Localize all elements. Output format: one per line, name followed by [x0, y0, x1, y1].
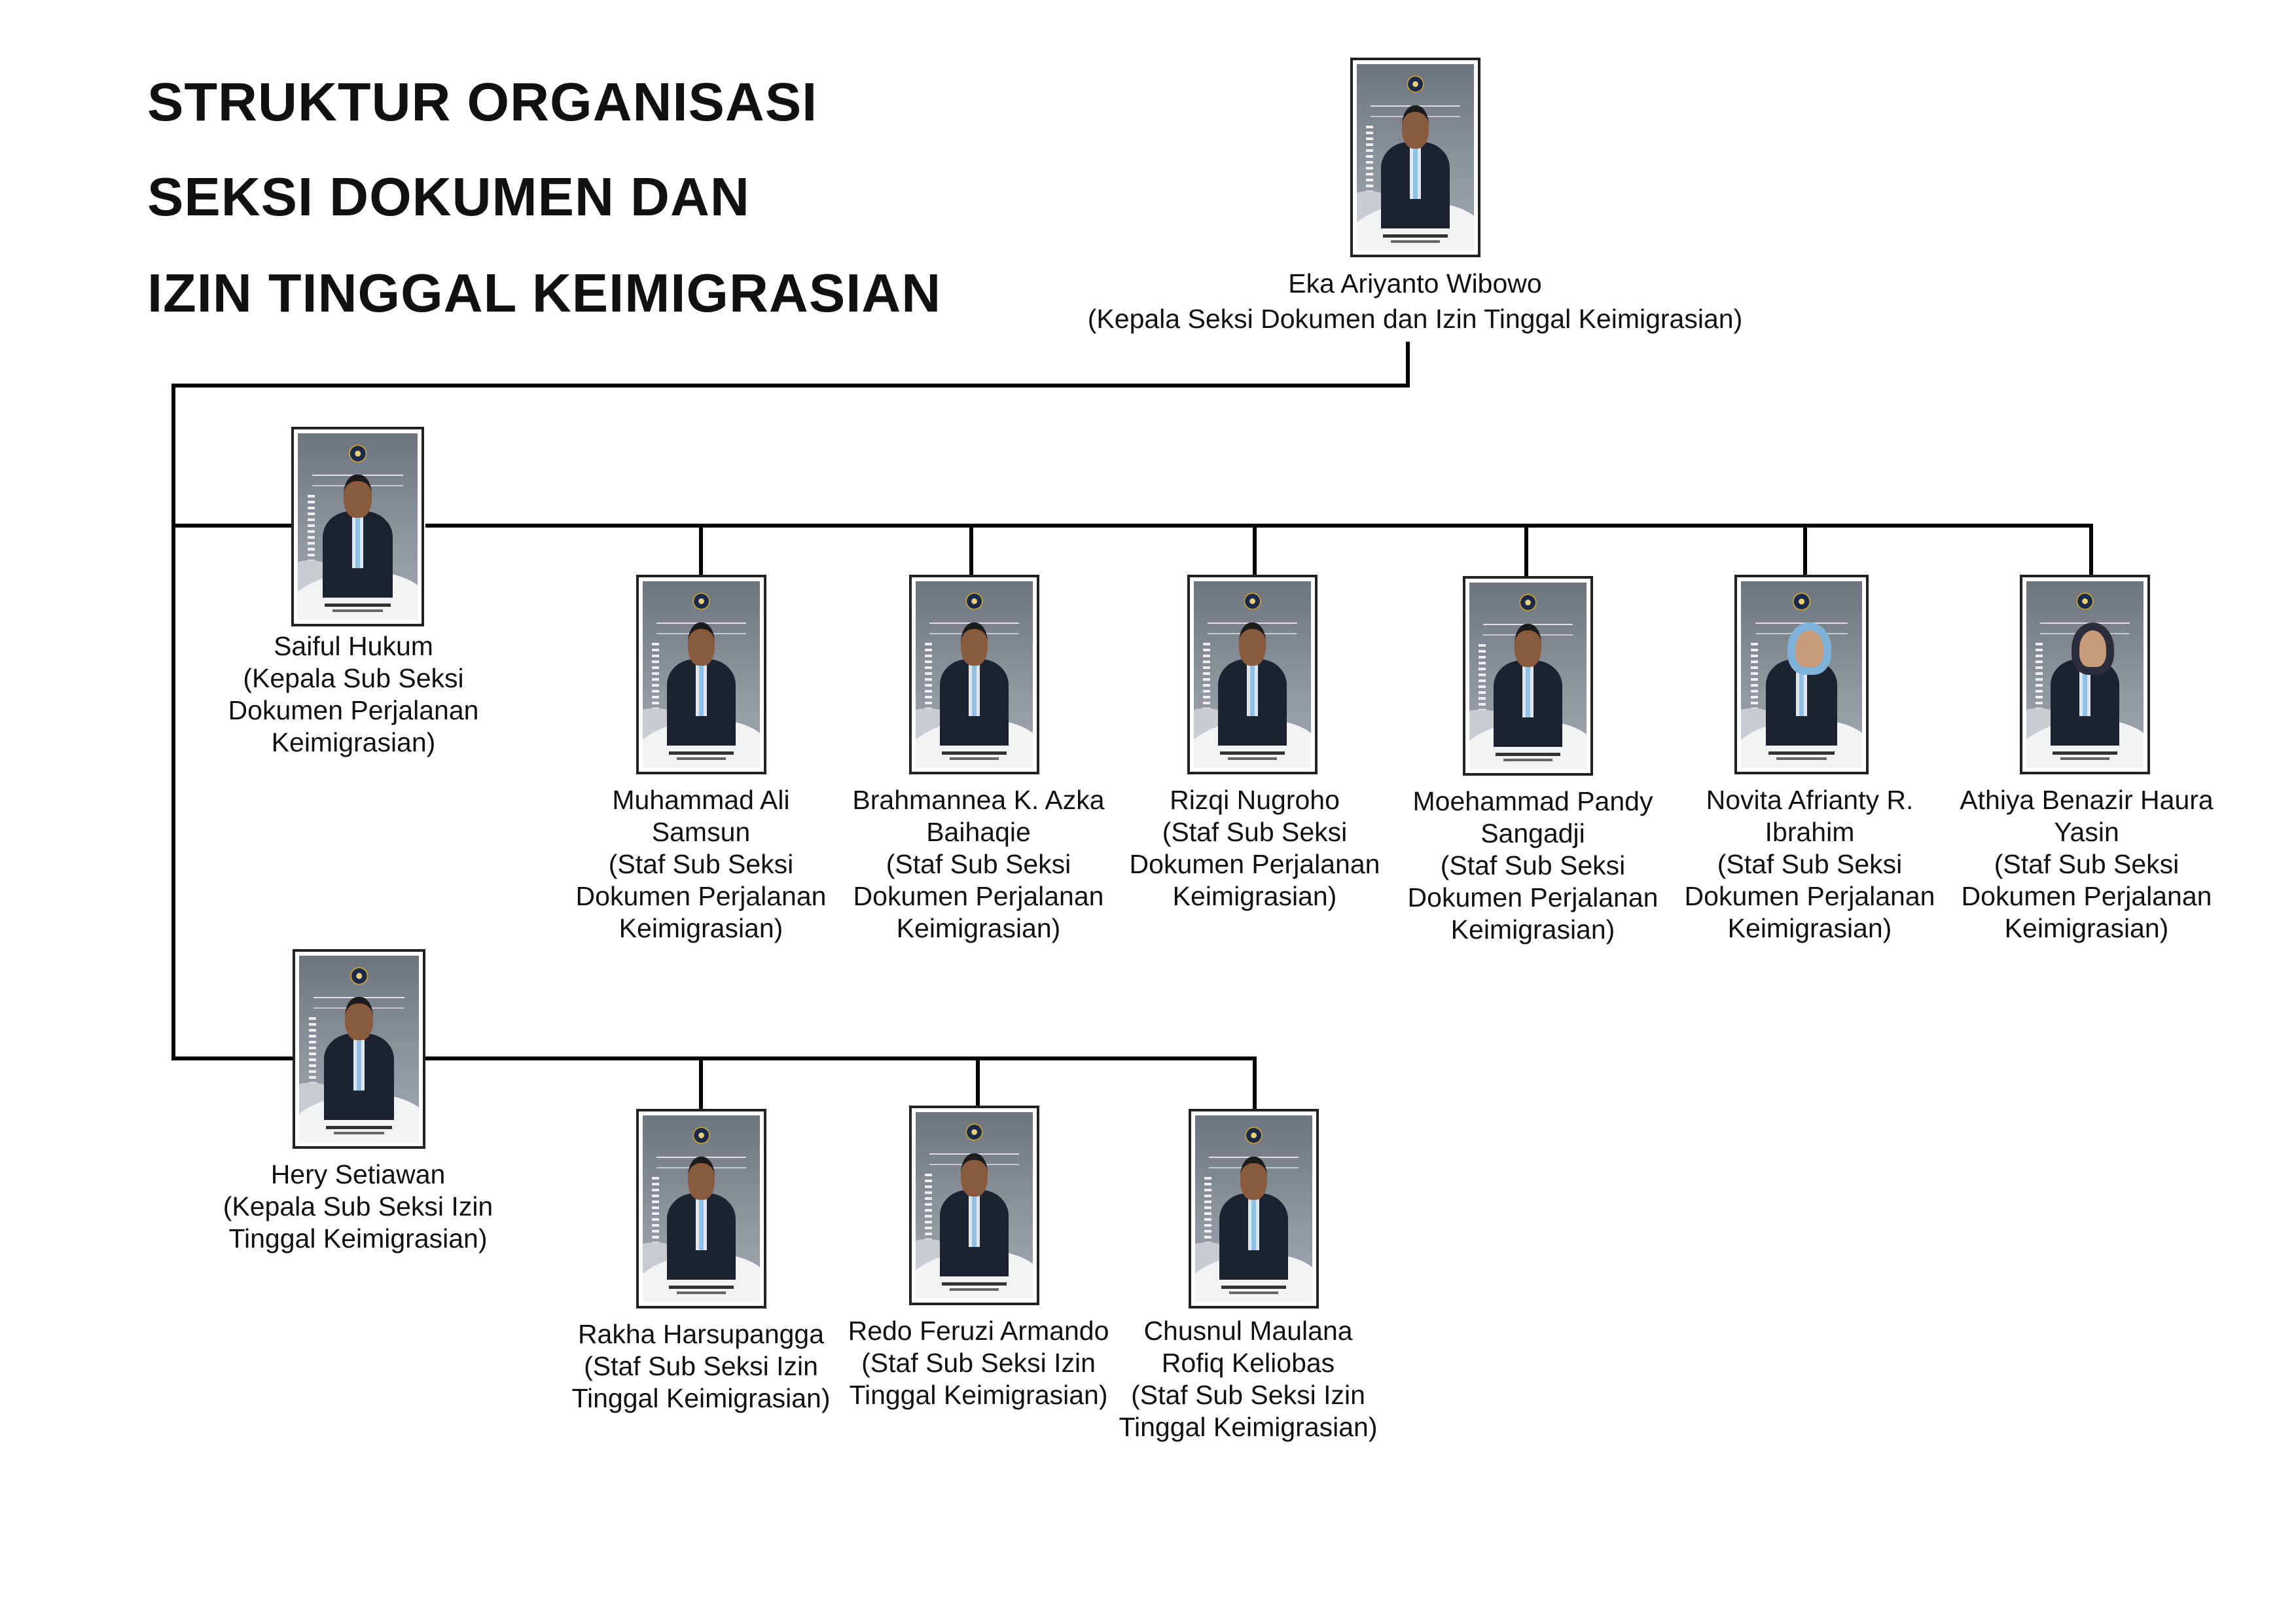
photo-card-athiya-benazir-haura-yasin [2020, 575, 2150, 774]
photo-card-rizqi-nugroho [1187, 575, 1318, 774]
person-role: (Staf Sub Seksi Dokumen Perjalanan Keimi… [575, 849, 827, 943]
chart-title-line-3: IZIN TINGGAL KEIMIGRASIAN [147, 262, 942, 323]
person-role: (Kepala Sub Seksi Izin Tinggal Keimigras… [223, 1191, 493, 1254]
photo-card-rakha-harsupangga [636, 1109, 766, 1308]
caption-redo-feruzi-armando: Redo Feruzi Armando (Staf Sub Seksi Izin… [841, 1315, 1116, 1411]
caption-head: Eka Ariyanto Wibowo (Kepala Seksi Dokume… [1055, 266, 1775, 336]
person-role: (Staf Sub Seksi Dokumen Perjalanan Keimi… [853, 849, 1104, 943]
immigration-emblem-icon [2076, 592, 2094, 610]
person-role: (Staf Sub Seksi Dokumen Perjalanan Keimi… [1961, 849, 2212, 943]
person-name: Rizqi Nugroho [1170, 785, 1340, 815]
caption-saiful-hukum: Saiful Hukum (Kepala Sub Seksi Dokumen P… [216, 630, 491, 759]
photo-card-saiful-hukum [291, 427, 424, 626]
person-portrait [937, 1153, 1012, 1276]
immigration-emblem-icon [1245, 1127, 1263, 1144]
person-role: (Staf Sub Seksi Izin Tinggal Keimigrasia… [1119, 1380, 1378, 1442]
chart-title-line-1: STRUKTUR ORGANISASI [147, 71, 818, 132]
chart-title-line-2: SEKSI DOKUMEN DAN [147, 166, 750, 227]
person-name: Muhammad Ali Samsun [612, 785, 790, 847]
photo-card-chusnul-maulana-rofiq-keliobas [1189, 1109, 1319, 1308]
person-portrait [1378, 105, 1453, 228]
immigration-emblem-icon [692, 1127, 710, 1144]
caption-novita-afrianty-r-ibrahim: Novita Afrianty R. Ibrahim (Staf Sub Sek… [1672, 784, 1947, 945]
immigration-emblem-icon [1244, 592, 1261, 610]
photo-card-brahmannea-k-azka-baihaqie [909, 575, 1039, 774]
immigration-emblem-icon [692, 592, 710, 610]
person-portrait [664, 1156, 739, 1280]
person-portrait [1216, 1156, 1291, 1280]
caption-muhammad-ali-samsun: Muhammad Ali Samsun (Staf Sub Seksi Doku… [564, 784, 838, 945]
person-role: (Staf Sub Seksi Izin Tinggal Keimigrasia… [849, 1348, 1108, 1410]
person-role: (Kepala Sub Seksi Dokumen Perjalanan Kei… [228, 663, 479, 757]
person-name: Brahmannea K. Azka Baihaqie [852, 785, 1105, 847]
caption-brahmannea-k-azka-baihaqie: Brahmannea K. Azka Baihaqie (Staf Sub Se… [841, 784, 1116, 945]
caption-rakha-harsupangga: Rakha Harsupangga (Staf Sub Seksi Izin T… [564, 1318, 838, 1415]
person-name: Athiya Benazir Haura Yasin [1960, 785, 2214, 847]
photo-card-muhammad-ali-samsun [636, 575, 766, 774]
person-name: Saiful Hukum [274, 631, 433, 661]
person-portrait [664, 622, 739, 746]
person-portrait [937, 622, 1012, 746]
person-role: (Staf Sub Seksi Dokumen Perjalanan Keimi… [1407, 850, 1659, 945]
caption-hery-setiawan: Hery Setiawan (Kepala Sub Seksi Izin Tin… [221, 1159, 495, 1255]
person-portrait [319, 474, 396, 598]
person-name: Redo Feruzi Armando [848, 1316, 1109, 1346]
caption-rizqi-nugroho: Rizqi Nugroho (Staf Sub Seksi Dokumen Pe… [1117, 784, 1392, 912]
person-role: (Staf Sub Seksi Dokumen Perjalanan Keimi… [1129, 817, 1380, 911]
person-name: Rakha Harsupangga [577, 1319, 825, 1349]
immigration-emblem-icon [965, 592, 983, 610]
photo-card-moehammad-pandy-sangadji [1463, 576, 1593, 776]
person-name: Hery Setiawan [270, 1159, 446, 1189]
immigration-emblem-icon [350, 967, 368, 985]
person-portrait [1215, 622, 1290, 746]
person-portrait [2047, 622, 2123, 746]
person-portrait [321, 996, 397, 1120]
caption-athiya-benazir-haura-yasin: Athiya Benazir Haura Yasin (Staf Sub Sek… [1949, 784, 2224, 945]
person-role: (Kepala Seksi Dokumen dan Izin Tinggal K… [1087, 304, 1743, 334]
person-name: Novita Afrianty R. Ibrahim [1706, 785, 1914, 847]
photo-card-redo-feruzi-armando [909, 1106, 1039, 1305]
person-name: Moehammad Pandy Sangadji [1412, 786, 1653, 848]
caption-chusnul-maulana-rofiq-keliobas: Chusnul Maulana Rofiq Keliobas (Staf Sub… [1111, 1315, 1386, 1443]
immigration-emblem-icon [1519, 594, 1537, 611]
immigration-emblem-icon [965, 1123, 983, 1141]
person-name: Eka Ariyanto Wibowo [1288, 268, 1542, 298]
immigration-emblem-icon [1407, 75, 1424, 93]
person-role: (Staf Sub Seksi Dokumen Perjalanan Keimi… [1684, 849, 1935, 943]
caption-moehammad-pandy-sangadji: Moehammad Pandy Sangadji (Staf Sub Seksi… [1395, 785, 1670, 946]
immigration-emblem-icon [1792, 592, 1811, 611]
person-name: Chusnul Maulana Rofiq Keliobas [1143, 1316, 1353, 1378]
immigration-emblem-icon [348, 444, 367, 463]
person-portrait [1490, 623, 1566, 747]
person-role: (Staf Sub Seksi Izin Tinggal Keimigrasia… [571, 1351, 831, 1413]
photo-card-head [1350, 58, 1480, 257]
person-portrait [1763, 622, 1840, 746]
photo-card-novita-afrianty-r-ibrahim [1734, 575, 1869, 774]
photo-card-hery-setiawan [293, 949, 425, 1149]
